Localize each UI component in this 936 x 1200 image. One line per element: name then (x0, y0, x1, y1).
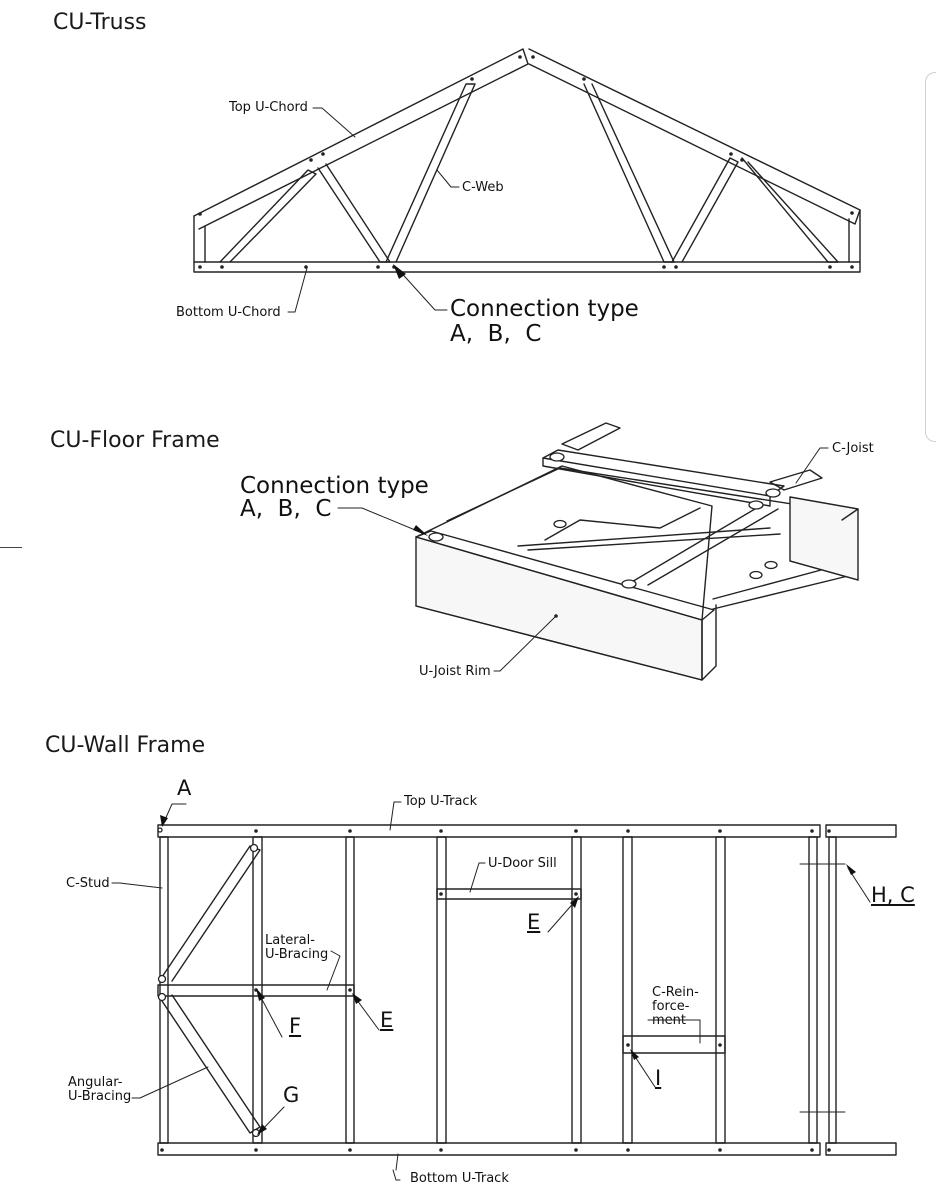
floor-connection-letters: A, B, C (240, 496, 332, 522)
truss-connection-type-label: Connection type (450, 296, 639, 322)
floor-frame-drawing (337, 422, 859, 681)
floor-connection-type-label: Connection type (240, 473, 429, 499)
truss-drawing (193, 48, 861, 313)
top-track-label: Top U-Track (404, 794, 478, 809)
connection-f-label: F (289, 1014, 302, 1038)
truss-section-title: CU-Truss (53, 10, 147, 35)
wall-frame-section-title: CU-Wall Frame (45, 733, 206, 758)
connection-e-label-door: E (527, 910, 541, 934)
connection-e-label-brace: E (380, 1008, 394, 1032)
rim-label: U-Joist Rim (419, 664, 491, 679)
door-sill-label: U-Door Sill (488, 856, 557, 871)
margin-mark (0, 547, 22, 548)
wall-frame-drawing (111, 801, 897, 1181)
bottom-chord-label: Bottom U-Chord (176, 305, 281, 320)
bottom-track-label: Bottom U-Track (410, 1171, 509, 1186)
lateral-bracing-label: Lateral- U-Bracing (265, 933, 329, 962)
angular-bracing-label: Angular- U-Bracing (68, 1075, 132, 1104)
connection-hc-label: H, C (871, 883, 915, 907)
top-chord-label: Top U-Chord (229, 100, 308, 115)
connection-g-label: G (283, 1083, 300, 1107)
joist-label: C-Joist (832, 441, 874, 456)
connection-i-label: I (655, 1066, 662, 1090)
floor-frame-section-title: CU-Floor Frame (50, 428, 220, 453)
connection-a-label: A (177, 776, 192, 800)
reinforcement-label: C-Rein- force- ment (652, 985, 699, 1028)
web-label: C-Web (462, 180, 504, 195)
stud-label: C-Stud (66, 876, 110, 891)
truss-connection-letters: A, B, C (450, 321, 542, 347)
